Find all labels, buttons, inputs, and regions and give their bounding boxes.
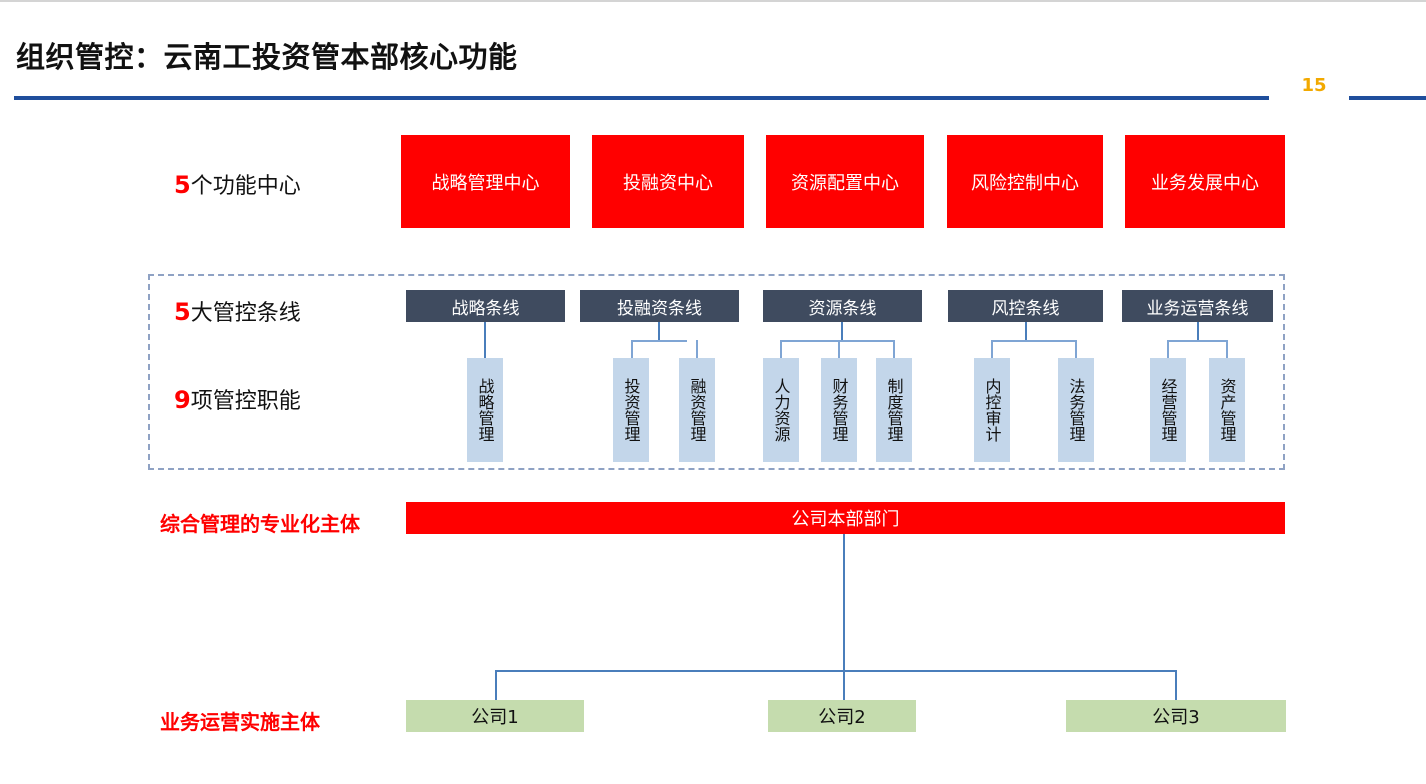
connector-line4-drop bbox=[991, 340, 993, 358]
label-headquarters: 综合管理的专业化主体 bbox=[160, 512, 360, 536]
label-control-functions-text: 项管控职能 bbox=[190, 389, 301, 414]
connector-line5-stem bbox=[1197, 322, 1199, 340]
control-function-box[interactable]: 投资管理 bbox=[613, 358, 649, 462]
control-line-box[interactable]: 投融资条线 bbox=[580, 290, 739, 322]
connector-line2-bus bbox=[631, 340, 687, 342]
label-function-centers: 5个功能中心 bbox=[174, 168, 301, 200]
page-number: 15 bbox=[1301, 75, 1327, 96]
connector-line5-drop bbox=[1167, 340, 1169, 358]
connector-line2-stem bbox=[658, 322, 660, 340]
title-rule-right bbox=[1349, 96, 1426, 100]
connector-line2-drop bbox=[631, 340, 633, 358]
control-function-box[interactable]: 制度管理 bbox=[876, 358, 912, 462]
connector-hq-stem bbox=[843, 534, 845, 670]
function-center-box[interactable]: 资源配置中心 bbox=[766, 135, 924, 228]
connector-line4-bus bbox=[991, 340, 1075, 342]
control-function-box[interactable]: 内控审计 bbox=[974, 358, 1010, 462]
connector-hq-drop-company3 bbox=[1175, 670, 1177, 700]
control-function-box[interactable]: 战略管理 bbox=[467, 358, 503, 462]
control-function-box[interactable]: 经营管理 bbox=[1150, 358, 1186, 462]
company-box[interactable]: 公司2 bbox=[768, 700, 916, 732]
connector-line3-drop bbox=[893, 340, 895, 358]
control-function-box[interactable]: 融资管理 bbox=[679, 358, 715, 462]
function-center-box[interactable]: 战略管理中心 bbox=[401, 135, 570, 228]
connector-line2-drop bbox=[696, 340, 698, 358]
control-function-box[interactable]: 资产管理 bbox=[1209, 358, 1245, 462]
connector-line4-stem bbox=[1025, 322, 1027, 340]
connector-line3-drop bbox=[838, 340, 840, 358]
company-box[interactable]: 公司1 bbox=[406, 700, 584, 732]
title-rule-left bbox=[14, 96, 1269, 100]
connector-line1-stem bbox=[484, 322, 486, 358]
connector-hq-bus bbox=[495, 670, 1176, 672]
label-control-lines: 5大管控条线 bbox=[174, 295, 301, 327]
connector-hq-drop-company2 bbox=[843, 670, 845, 700]
headquarters-bar[interactable]: 公司本部部门 bbox=[406, 502, 1285, 534]
control-function-box[interactable]: 财务管理 bbox=[821, 358, 857, 462]
connector-line3-drop bbox=[780, 340, 782, 358]
label-control-lines-count: 5 bbox=[174, 298, 191, 326]
top-hairline bbox=[0, 0, 1426, 2]
connector-line3-bus bbox=[780, 340, 893, 342]
function-center-box[interactable]: 风险控制中心 bbox=[947, 135, 1103, 228]
control-line-box[interactable]: 战略条线 bbox=[406, 290, 565, 322]
page-title: 组织管控：云南工投资管本部核心功能 bbox=[16, 40, 518, 74]
company-box[interactable]: 公司3 bbox=[1066, 700, 1286, 732]
control-line-box[interactable]: 风控条线 bbox=[948, 290, 1103, 322]
connector-line5-drop bbox=[1226, 340, 1228, 358]
label-function-centers-text: 个功能中心 bbox=[190, 174, 301, 199]
connector-line4-drop bbox=[1075, 340, 1077, 358]
label-control-functions-count: 9 bbox=[174, 386, 191, 414]
label-function-centers-count: 5 bbox=[174, 171, 191, 199]
function-center-box[interactable]: 投融资中心 bbox=[592, 135, 744, 228]
control-line-box[interactable]: 资源条线 bbox=[763, 290, 922, 322]
control-system-dashed-zone bbox=[148, 274, 1285, 470]
control-function-box[interactable]: 法务管理 bbox=[1058, 358, 1094, 462]
control-line-box[interactable]: 业务运营条线 bbox=[1122, 290, 1273, 322]
label-control-functions: 9项管控职能 bbox=[174, 383, 301, 415]
connector-hq-drop-company1 bbox=[495, 670, 497, 700]
control-function-box[interactable]: 人力资源 bbox=[763, 358, 799, 462]
connector-line5-bus bbox=[1167, 340, 1227, 342]
label-control-lines-text: 大管控条线 bbox=[190, 301, 301, 326]
function-center-box[interactable]: 业务发展中心 bbox=[1125, 135, 1285, 228]
label-operating-companies: 业务运营实施主体 bbox=[160, 710, 320, 734]
connector-line3-stem bbox=[841, 322, 843, 340]
